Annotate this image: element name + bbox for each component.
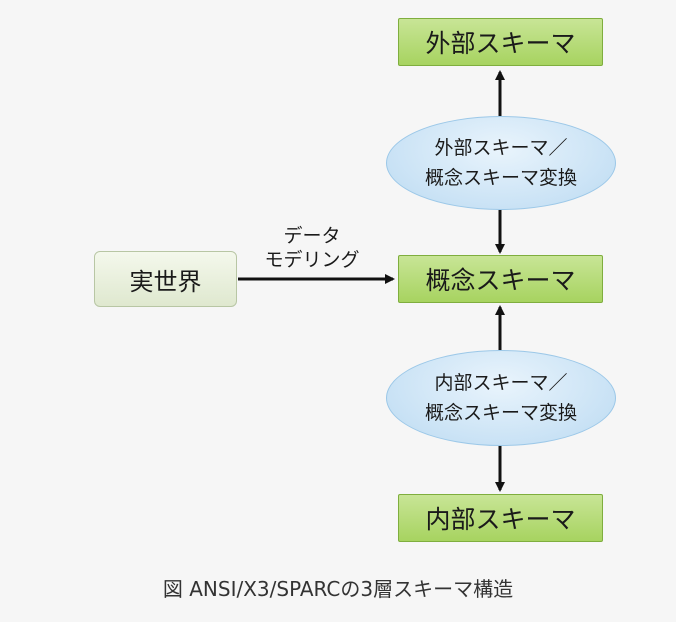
internal-schema-box: 内部スキーマ [398, 494, 603, 542]
figure-caption: 図 ANSI/X3/SPARCの3層スキーマ構造 [162, 577, 514, 601]
lower-transform-line2: 概念スキーマ変換 [424, 402, 577, 424]
real-world-box: 実世界 [94, 251, 237, 307]
upper-transform-line2: 概念スキーマ変換 [424, 167, 577, 189]
conceptual-schema-label: 概念スキーマ [425, 266, 576, 295]
lower-transform-ellipse: 内部スキーマ／ 概念スキーマ変換 [386, 350, 616, 446]
upper-transform-ellipse: 外部スキーマ／ 概念スキーマ変換 [386, 116, 616, 210]
modeling-label: データ モデリング [252, 224, 372, 272]
external-schema-box: 外部スキーマ [398, 18, 603, 66]
upper-transform-line1: 外部スキーマ／ [434, 137, 568, 159]
modeling-label-line1: データ [283, 225, 341, 247]
real-world-label: 実世界 [129, 267, 202, 296]
external-schema-label: 外部スキーマ [425, 29, 576, 58]
lower-transform-line1: 内部スキーマ／ [434, 372, 568, 394]
modeling-label-line2: モデリング [264, 249, 360, 271]
conceptual-schema-box: 概念スキーマ [398, 255, 603, 303]
internal-schema-label: 内部スキーマ [425, 505, 576, 534]
